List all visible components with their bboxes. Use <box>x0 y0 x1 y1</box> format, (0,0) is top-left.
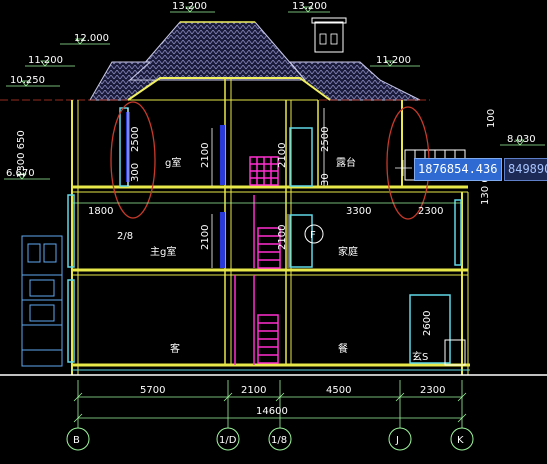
roof <box>89 17 421 101</box>
dim-2600: 2600 <box>422 311 433 336</box>
dim-bottom-1: 5700 <box>140 385 165 396</box>
svg-text:J: J <box>395 435 399 446</box>
section-mark-f: F <box>310 230 316 241</box>
dim-2100-b: 2100 <box>277 143 288 168</box>
structure <box>71 78 470 375</box>
elevation-side-value: 6.670 <box>6 168 35 179</box>
svg-text:1/8: 1/8 <box>271 435 287 446</box>
room-terrace: 露台 <box>336 156 356 169</box>
dim-1800: 1800 <box>88 206 113 217</box>
annotation-circle-left <box>110 101 156 219</box>
coordinate-x-field[interactable]: 1876854.436 <box>414 158 502 181</box>
axis-bubble-j: J <box>388 427 412 451</box>
dim-30: 30 <box>320 173 331 186</box>
dim-2500-left: 2500 <box>130 127 141 152</box>
axis-bubble-b: B <box>66 427 90 451</box>
interior-dim-lines <box>127 108 325 268</box>
axis-bubble-k: K <box>450 427 474 451</box>
section-mark-f-circle <box>304 224 324 244</box>
svg-text:B: B <box>73 435 80 446</box>
dim-2100-a: 2100 <box>200 143 211 168</box>
dim-bottom-4: 2300 <box>420 385 445 396</box>
dim-total: 14600 <box>256 406 288 417</box>
section-mark-28: 2/8 <box>117 231 133 242</box>
elevation-eave-right: 11.200 <box>376 55 411 66</box>
room-master-bedroom: 主g室 <box>150 245 176 258</box>
dim-2500-right: 2500 <box>320 127 331 152</box>
dim-2100-c: 2100 <box>200 225 211 250</box>
room-bedroom-upper: g室 <box>165 156 181 169</box>
elevation-roof-left: 13.200 <box>172 1 207 12</box>
dim-2100-d: 2100 <box>277 225 288 250</box>
dim-bottom-2: 2100 <box>241 385 266 396</box>
room-family: 家庭 <box>338 245 358 258</box>
svg-text:1/D: 1/D <box>219 435 237 446</box>
axis-bubble-1d: 1/D <box>216 427 240 451</box>
dim-3300: 3300 <box>346 206 371 217</box>
room-side: 玄S <box>412 350 428 363</box>
staircase <box>234 156 281 365</box>
left-annex <box>21 235 63 367</box>
dim-bottom-3: 4500 <box>326 385 351 396</box>
crosshair-cursor <box>395 160 412 176</box>
elevation-eave-upper: 12.000 <box>74 33 109 44</box>
elevation-side-left-vertical: 1300 650 <box>16 130 27 178</box>
dim-300-left: 300 <box>130 163 141 182</box>
room-dining: 餐 <box>338 342 348 355</box>
axis-lines <box>77 425 463 428</box>
room-living: 客 <box>170 342 180 355</box>
elevation-level-left: 10.250 <box>10 75 45 86</box>
elevation-roof-right: 13.200 <box>292 1 327 12</box>
axis-bubble-18: 1/8 <box>268 427 292 451</box>
elevation-side-right-vertical: 130 650 <box>480 164 491 205</box>
dim-2300-upper: 2300 <box>418 206 443 217</box>
elevation-markers <box>4 6 545 180</box>
window-frames <box>67 107 462 364</box>
elevation-side-right-a: 100 <box>486 109 497 128</box>
bottom-dim-lines <box>73 380 467 425</box>
balcony-railing <box>404 149 466 366</box>
coordinate-y-field[interactable]: 849890 <box>504 158 547 181</box>
elevation-eave-left: 11.200 <box>28 55 63 66</box>
svg-text:K: K <box>457 435 464 446</box>
elevation-balcony: 8.030 <box>507 134 536 145</box>
